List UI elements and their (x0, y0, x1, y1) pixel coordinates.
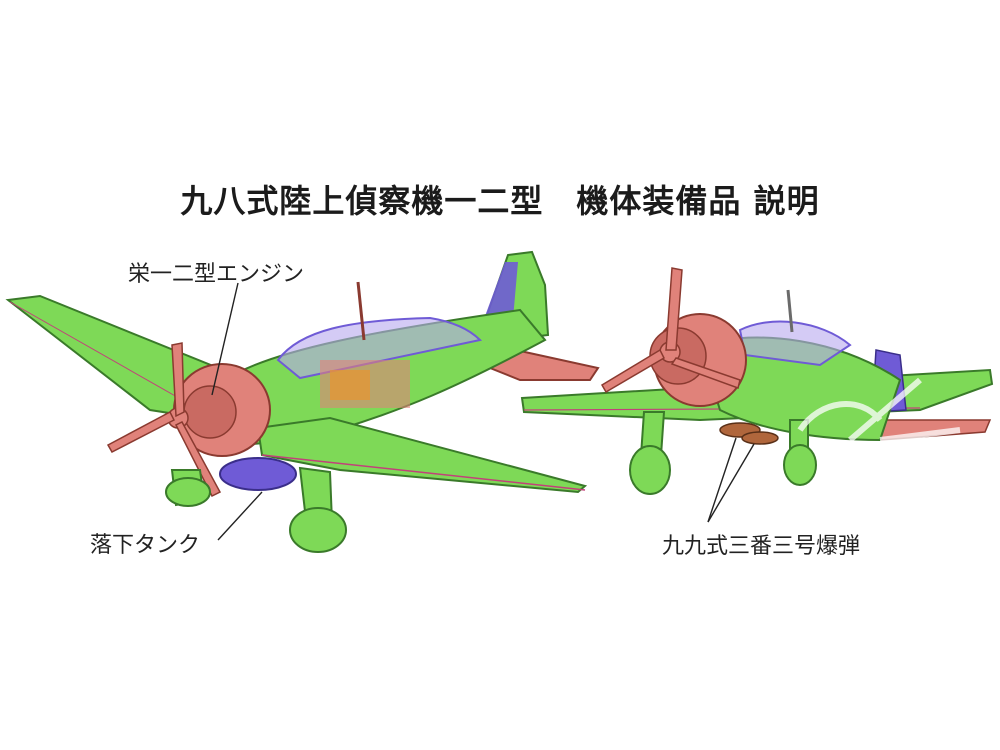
drop-tank-leader-line (217, 491, 263, 541)
engine-callout-label: 栄一二型エンジン (128, 262, 305, 287)
left-aircraft-landing-gear (165, 466, 347, 553)
aircraft-left (5, 250, 600, 553)
right-aircraft-bombs (719, 422, 779, 445)
right-aircraft-canopy (738, 320, 852, 367)
aircraft-right (520, 267, 994, 495)
bomb-leader-line-2 (707, 443, 755, 523)
left-aircraft-propeller (106, 342, 222, 498)
bomb-callout-label: 九九式三番三号爆弾 (662, 534, 861, 559)
left-aircraft-drop-tank (219, 457, 297, 491)
right-aircraft-propeller (600, 267, 741, 394)
engine-leader-line (211, 282, 239, 396)
bomb-leader-line-1 (707, 437, 737, 523)
watermark-mark (797, 377, 961, 443)
page-title: 九八式陸上偵察機一二型 機体装備品 説明 (180, 182, 820, 220)
right-aircraft-landing-gear (629, 411, 817, 495)
drop-tank-callout-label: 落下タンク (90, 533, 201, 558)
